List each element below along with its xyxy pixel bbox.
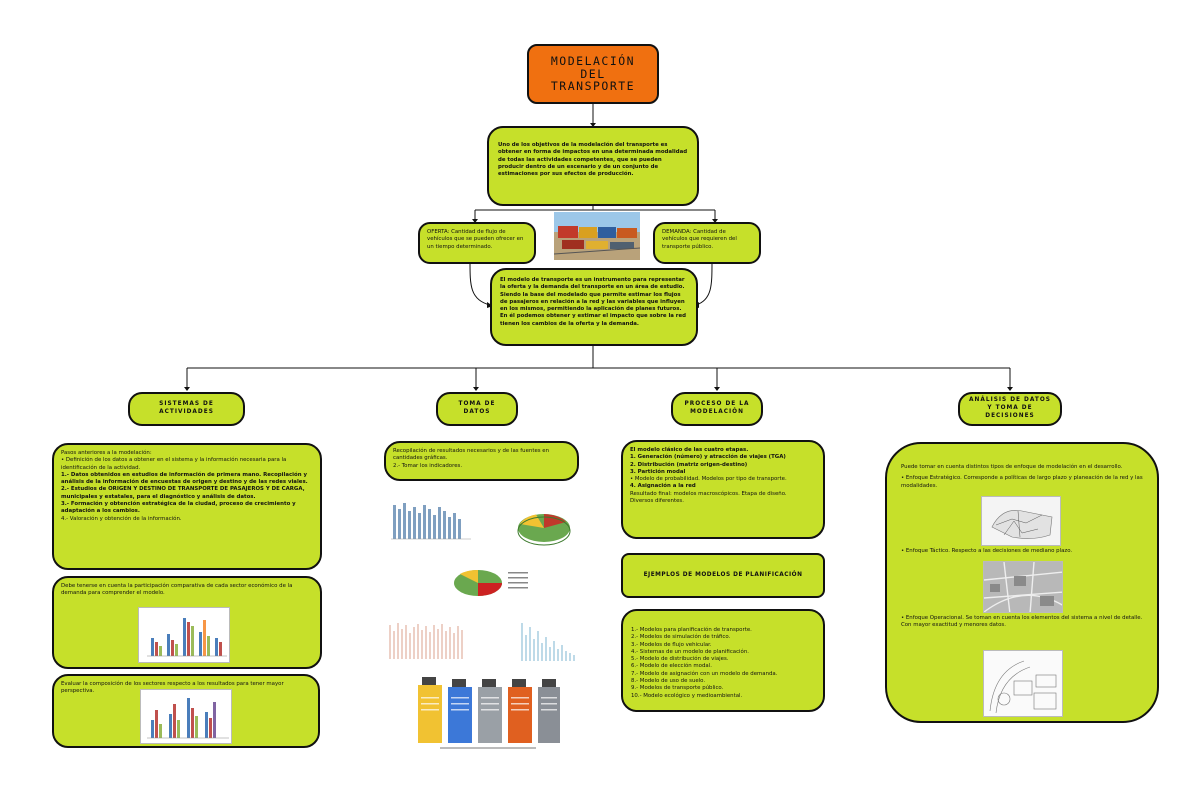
proceso-line: 1. Generación (número) y atracción de vi… bbox=[630, 454, 786, 461]
title-line-2: DEL bbox=[580, 66, 606, 81]
proceso-line: • Modelo de probabilidad. Modelos por ti… bbox=[630, 476, 787, 483]
pie-chart-thumbnail-1 bbox=[506, 500, 578, 548]
toma-line: 2.- Tomar los indicadores. bbox=[393, 462, 463, 469]
proceso-line: 4. Asignación a la red bbox=[630, 483, 696, 490]
line-chart-thumbnail bbox=[384, 615, 472, 670]
infographic-thumbnail bbox=[410, 675, 566, 751]
proceso-list-item: 8.- Modelo de uso de suelo. bbox=[631, 678, 706, 685]
proceso-list-item: 4.- Sistemas de un modelo de planificaci… bbox=[631, 648, 749, 655]
proceso-list-item: 6.- Modelo de elección modal. bbox=[631, 663, 712, 670]
proceso-list-item: 5.- Modelo de distribución de viajes. bbox=[631, 656, 729, 663]
proceso-box: El modelo clásico de las cuatro etapas. … bbox=[621, 440, 825, 539]
sistemas-box2-text: Debe tenerse en cuenta la participación … bbox=[61, 583, 293, 597]
intro-box: Uno de los objetivos de la modelación de… bbox=[487, 126, 699, 206]
connector-oferta-central bbox=[469, 261, 491, 306]
header-proceso: PROCESO DE LA MODELACIÓN bbox=[671, 392, 763, 426]
title-line-1: MODELACIÓN bbox=[550, 54, 636, 69]
site-plan-thumbnail bbox=[983, 650, 1063, 717]
oferta-text: OFERTA: Cantidad de flujo de vehículos q… bbox=[427, 229, 524, 250]
sistemas-line: Pasos anteriores a la modelación: bbox=[61, 450, 152, 456]
header-toma-datos: TOMA DE DATOS bbox=[436, 392, 518, 426]
proceso-list-item: 7.- Modelo de asignación con un modelo d… bbox=[631, 670, 778, 677]
oferta-box: OFERTA: Cantidad de flujo de vehículos q… bbox=[418, 222, 536, 264]
proceso-line: Resultado final: modelos macroscópicos. … bbox=[630, 490, 787, 497]
sistemas-line: 2.- Estudios de ORIGEN Y DESTINO DE TRAN… bbox=[61, 486, 305, 500]
analisis-line: • Enfoque Operacional. Se toman en cuent… bbox=[901, 615, 1143, 629]
demanda-text: DEMANDA: Cantidad de vehículos que requi… bbox=[662, 229, 737, 250]
sistemas-line: • Definición de los datos a obtener en e… bbox=[61, 457, 287, 471]
regional-map-thumbnail bbox=[981, 496, 1061, 546]
proceso-line: El modelo clásico de las cuatro etapas. bbox=[630, 447, 749, 453]
proceso-list-box: 1.- Modelos para planificación de transp… bbox=[621, 609, 825, 712]
connector-demanda-central bbox=[695, 261, 713, 306]
central-text: El modelo de transporte es un instrument… bbox=[500, 277, 686, 327]
sistemas-box3-text: Evaluar la composición de los sectores r… bbox=[61, 681, 284, 695]
train-photo-illustration bbox=[554, 212, 640, 260]
proceso-list-item: 10.- Modelo ecológico y medioambiental. bbox=[631, 692, 743, 699]
sistemas-box: Pasos anteriores a la modelación: • Defi… bbox=[52, 443, 322, 570]
central-box: El modelo de transporte es un instrument… bbox=[490, 268, 698, 346]
diagram-title: MODELACIÓN DEL TRANSPORTE bbox=[527, 44, 659, 104]
header-sistemas: SISTEMAS DE ACTIVIDADES bbox=[128, 392, 245, 426]
sistemas-line: 1.- Datos obtenidos en estudios de infor… bbox=[61, 471, 308, 486]
analisis-line: • Enfoque Táctico. Respecto a las decisi… bbox=[901, 547, 1073, 554]
proceso-ejemplos-box: EJEMPLOS DE MODELOS DE PLANIFICACIÓN bbox=[621, 553, 825, 598]
city-map-thumbnail bbox=[983, 561, 1063, 613]
bar-chart-thumbnail-1 bbox=[138, 607, 230, 663]
proceso-line: 2. Distribución (matriz origen-destino) bbox=[630, 461, 748, 468]
analisis-line: • Enfoque Estratégico. Corresponde a pol… bbox=[901, 475, 1143, 489]
spike-chart-thumbnail bbox=[514, 617, 584, 669]
intro-text: Uno de los objetivos de la modelación de… bbox=[498, 142, 688, 178]
proceso-list-item: 9.- Modelos de transporte público. bbox=[631, 685, 724, 692]
column-chart-thumbnail bbox=[387, 497, 475, 549]
proceso-list-item: 2.- Modelos de simulación de tráfico. bbox=[631, 634, 731, 641]
proceso-line: Diversos diferentes. bbox=[630, 498, 684, 505]
title-line-3: TRANSPORTE bbox=[550, 79, 636, 94]
proceso-line: 3. Partición modal bbox=[630, 468, 686, 475]
header-analisis: ANÁLISIS DE DATOS Y TOMA DE DECISIONES bbox=[958, 392, 1062, 426]
sistemas-line: 3.- Formación y obtención estratégica de… bbox=[61, 501, 296, 515]
proceso-list-item: 1.- Modelos para planificación de transp… bbox=[631, 627, 752, 633]
toma-box: Recopilación de resultados necesarios y … bbox=[384, 441, 579, 481]
sistemas-line: 4.- Valoración y obtención de la informa… bbox=[61, 515, 182, 522]
toma-line: Recopilación de resultados necesarios y … bbox=[393, 448, 550, 462]
analisis-line: Puede tomar en cuenta distintos tipos de… bbox=[901, 464, 1123, 470]
demanda-box: DEMANDA: Cantidad de vehículos que requi… bbox=[653, 222, 761, 264]
train-image bbox=[554, 212, 640, 260]
pie-chart-thumbnail-2 bbox=[446, 560, 536, 605]
proceso-list-item: 3.- Modelos de flujo vehicular. bbox=[631, 641, 712, 648]
bar-chart-thumbnail-2 bbox=[140, 689, 232, 744]
